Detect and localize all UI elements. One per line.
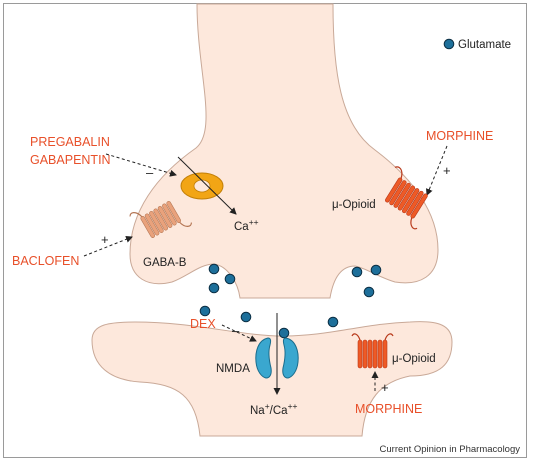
baclofen-effect-sign: + bbox=[101, 232, 109, 247]
nmda-receptor bbox=[255, 337, 299, 379]
figure-credit: Current Opinion in Pharmacology bbox=[380, 444, 521, 455]
gabapentin-label: GABAPENTIN bbox=[30, 153, 111, 167]
pregabalin-arrow bbox=[105, 153, 177, 177]
pregabalin-effect-sign: – bbox=[146, 165, 154, 180]
calcium-ion-label: Ca++ bbox=[234, 217, 259, 233]
gaba-b-receptor bbox=[129, 201, 192, 238]
dex-label: DEX bbox=[190, 317, 216, 331]
mu-opioid-presynaptic-label: μ-Opioid bbox=[332, 199, 376, 211]
mu-opioid-receptor-postsynaptic bbox=[351, 333, 394, 369]
calcium-channel bbox=[180, 172, 224, 200]
glutamate-molecule bbox=[351, 266, 363, 278]
glutamate-molecule bbox=[278, 327, 290, 339]
glutamate-molecules bbox=[199, 263, 382, 339]
glutamate-icon bbox=[443, 38, 455, 50]
sodium-calcium-label: Na+/Ca++ bbox=[250, 401, 298, 417]
dex-arrow bbox=[221, 324, 257, 342]
nmda-label: NMDA bbox=[216, 363, 250, 375]
dex-effect-sign: – bbox=[232, 323, 240, 338]
mu-opioid-receptor-presynaptic bbox=[385, 166, 428, 230]
baclofen-label: BACLOFEN bbox=[12, 254, 79, 268]
glutamate-molecule bbox=[370, 264, 382, 276]
glutamate-molecule bbox=[327, 316, 339, 328]
glutamate-molecule bbox=[199, 305, 211, 317]
legend-glutamate-label: Glutamate bbox=[458, 39, 511, 51]
gaba-b-label: GABA-B bbox=[143, 257, 187, 269]
pregabalin-label: PREGABALIN bbox=[30, 135, 110, 149]
glutamate-molecule bbox=[224, 273, 236, 285]
morphine-presynaptic-label: MORPHINE bbox=[426, 129, 493, 143]
mu-opioid-postsynaptic-label: μ-Opioid bbox=[392, 353, 436, 365]
glutamate-molecule bbox=[208, 282, 220, 294]
glutamate-molecule bbox=[240, 311, 252, 323]
presynaptic-terminal bbox=[129, 3, 439, 299]
morphine-postsynaptic-label: MORPHINE bbox=[355, 402, 422, 416]
calcium-influx-arrow bbox=[177, 156, 237, 215]
morphine-presynaptic-effect-sign: + bbox=[443, 163, 451, 178]
morphine-postsynaptic-effect-sign: + bbox=[381, 380, 389, 395]
morphine-presynaptic-arrow bbox=[426, 145, 448, 196]
glutamate-molecule bbox=[208, 263, 220, 275]
glutamate-molecule bbox=[363, 286, 375, 298]
